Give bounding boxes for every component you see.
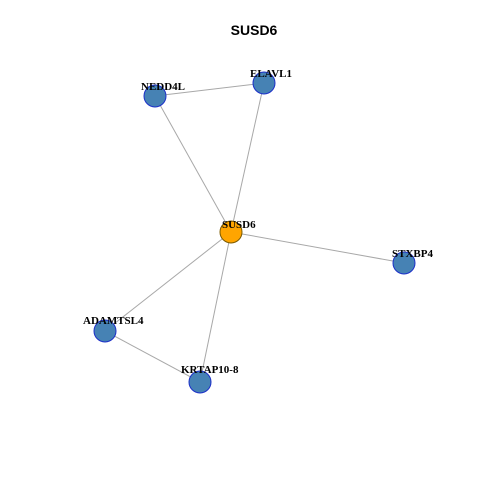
node-elavl1: [252, 71, 276, 95]
edge-elavl1-susd6: [230, 82, 265, 233]
node-stxbp4: [392, 251, 416, 275]
edge-susd6-stxbp4: [230, 231, 405, 264]
node-label-adamtsl4: ADAMTSL4: [83, 315, 144, 327]
edge-nedd4l-elavl1: [154, 82, 265, 97]
node-label-stxbp4: STXBP4: [392, 248, 433, 260]
node-label-susd6: SUSD6: [222, 219, 256, 231]
node-label-krtap10-8: KRTAP10-8: [181, 364, 239, 376]
node-susd6: [219, 220, 243, 244]
edge-nedd4l-susd6: [154, 95, 232, 233]
edge-layer: [104, 82, 405, 383]
node-label-elavl1: ELAVL1: [250, 68, 292, 80]
node-krtap10-8: [188, 370, 212, 394]
node-label-nedd4l: NEDD4L: [141, 81, 185, 93]
node-nedd4l: [143, 84, 167, 108]
edge-adamtsl4-krtap10-8: [104, 330, 201, 383]
edge-susd6-krtap10-8: [199, 231, 232, 383]
graph-title: SUSD6: [231, 22, 278, 38]
edge-susd6-adamtsl4: [104, 231, 232, 332]
node-adamtsl4: [93, 319, 117, 343]
node-layer: [93, 71, 416, 394]
